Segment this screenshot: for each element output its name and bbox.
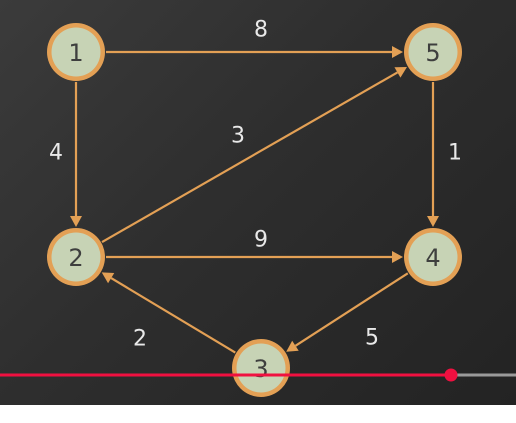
arrowhead-2-5 (394, 66, 407, 78)
node-3: 3 (232, 339, 290, 397)
arrowhead-2-4 (392, 251, 403, 263)
nodes-group: 1 5 2 4 3 (47, 23, 462, 397)
node-3-label: 3 (253, 355, 268, 383)
edge-3-2 (110, 277, 236, 354)
node-4-label: 4 (425, 244, 440, 272)
node-3-fill (236, 343, 286, 393)
edge-4-3 (294, 272, 409, 347)
edge-weight-2-4: 9 (254, 228, 268, 253)
node-1: 1 (47, 23, 105, 81)
edge-weight-5-4: 1 (448, 141, 462, 166)
video-frame: 8 4 3 1 9 5 2 1 5 2 4 3 (0, 0, 516, 405)
edge-weight-1-5: 8 (254, 18, 268, 43)
arrowhead-5-4 (427, 216, 439, 227)
arrowhead-4-3 (286, 340, 299, 352)
edge-2-5 (101, 71, 398, 244)
node-4-fill (408, 232, 458, 282)
directed-graph: 8 4 3 1 9 5 2 1 5 2 4 3 (0, 18, 516, 397)
node-5-label: 5 (425, 39, 440, 67)
weights-group: 8 4 3 1 9 5 2 (49, 18, 462, 352)
node-1-fill (51, 27, 101, 77)
node-2-fill (51, 232, 101, 282)
node-5-fill (408, 27, 458, 77)
node-2-label: 2 (68, 244, 83, 272)
arrowhead-3-2 (101, 272, 115, 284)
arrowhead-1-2 (70, 216, 82, 227)
node-2: 2 (47, 228, 105, 286)
edge-weight-4-3: 5 (365, 326, 379, 351)
edge-weight-2-5: 3 (231, 124, 245, 149)
arrowhead-1-5 (392, 46, 403, 58)
edge-weight-3-2: 2 (133, 327, 147, 352)
edge-weight-1-2: 4 (49, 141, 63, 166)
node-4: 4 (404, 228, 462, 286)
node-1-label: 1 (68, 39, 83, 67)
progress-scrubber-handle[interactable] (444, 368, 458, 382)
edges-group (70, 46, 439, 354)
video-progress-bar[interactable] (0, 368, 516, 382)
node-5: 5 (404, 23, 462, 81)
